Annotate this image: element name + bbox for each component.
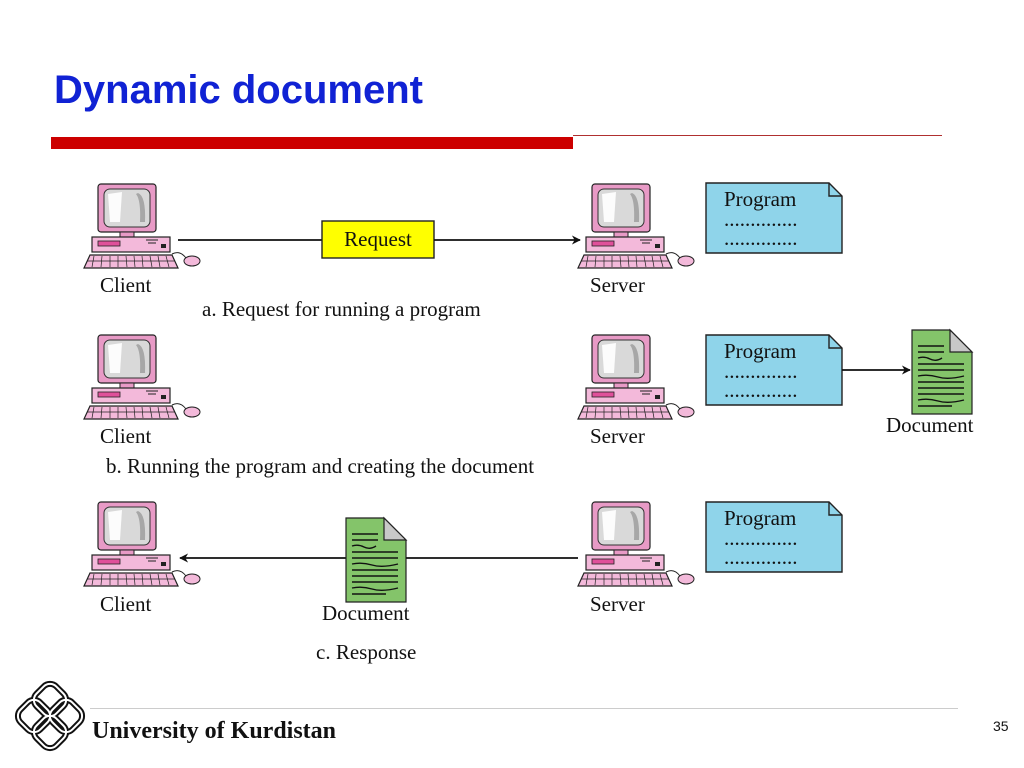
client-computer-icon	[83, 501, 201, 587]
request-label: Request	[344, 227, 412, 251]
program-title: Program	[724, 187, 796, 211]
title-underline-thick	[51, 137, 573, 149]
client-computer-icon	[83, 334, 201, 420]
footer-university-name: University of Kurdistan	[92, 718, 337, 744]
client-label: Client	[100, 592, 151, 616]
slide-title: Dynamic document	[54, 68, 423, 112]
caption-a: a. Request for running a program	[202, 297, 481, 321]
title-underline-thin	[573, 135, 942, 136]
program-line-2: ..............	[724, 226, 798, 250]
document-label: Document	[886, 413, 974, 437]
server-computer-icon	[577, 501, 695, 587]
server-computer-icon	[577, 334, 695, 420]
client-label: Client	[100, 273, 151, 297]
program-line-1: ..............	[724, 207, 798, 231]
row-b-running: Client Server Program .............. ...…	[83, 329, 974, 478]
page-number: 35	[993, 718, 1009, 734]
caption-c: c. Response	[316, 640, 416, 664]
program-title: Program	[724, 506, 796, 530]
program-line-1: ..............	[724, 526, 798, 550]
program-line-2: ..............	[724, 378, 798, 402]
row-c-response: Client Document Server Program .........…	[83, 501, 843, 664]
client-label: Client	[100, 424, 151, 448]
server-computer-icon	[577, 183, 695, 269]
server-label: Server	[590, 592, 645, 616]
document-icon	[911, 329, 973, 415]
program-line-1: ..............	[724, 359, 798, 383]
document-label: Document	[322, 601, 410, 625]
document-icon	[345, 517, 407, 603]
dynamic-document-diagram: Client Request Server Program ..........…	[83, 182, 974, 664]
client-computer-icon	[83, 183, 201, 269]
server-label: Server	[590, 273, 645, 297]
request-box	[321, 220, 435, 259]
program-title: Program	[724, 339, 796, 363]
caption-b: b. Running the program and creating the …	[106, 454, 534, 478]
university-logo-icon	[14, 680, 86, 752]
server-label: Server	[590, 424, 645, 448]
program-line-2: ..............	[724, 545, 798, 569]
footer-divider	[90, 708, 958, 709]
row-a-request: Client Request Server Program ..........…	[83, 182, 843, 321]
